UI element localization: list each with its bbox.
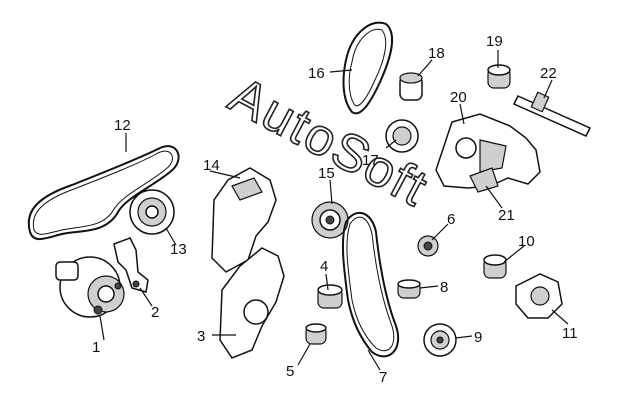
auxiliary-belt <box>342 21 393 115</box>
bushing-18 <box>399 72 423 101</box>
accessory-belt <box>27 145 180 240</box>
pulley-17 <box>385 119 419 153</box>
callout-8: 8 <box>440 279 448 296</box>
bearing-19 <box>487 64 511 89</box>
tensioner-bracket <box>113 237 149 293</box>
camshaft-sprocket <box>311 201 349 239</box>
callout-6: 6 <box>447 211 455 228</box>
shaft-22 <box>512 91 592 137</box>
callout-21: 21 <box>498 207 515 224</box>
leader-lines <box>99 50 569 371</box>
callout-16: 16 <box>308 65 325 82</box>
callout-13: 13 <box>170 241 187 258</box>
callout-19: 19 <box>486 33 503 50</box>
lower-timing-cover <box>219 247 285 359</box>
idler-pulley-10 <box>483 254 507 279</box>
callout-17: 17 <box>362 152 379 169</box>
tensioner-roller <box>397 279 421 299</box>
belt-tensioner <box>417 235 439 257</box>
accessory-pulley <box>129 189 175 235</box>
callout-18: 18 <box>428 45 445 62</box>
idler-pulley-4 <box>317 284 343 309</box>
callout-5: 5 <box>286 363 294 380</box>
upper-timing-cover <box>211 167 277 273</box>
callout-15: 15 <box>318 165 335 182</box>
callout-7: 7 <box>379 369 387 386</box>
callout-9: 9 <box>474 329 482 346</box>
water-pump <box>55 256 125 318</box>
pump-housing <box>515 273 563 319</box>
drive-pulley <box>423 323 457 357</box>
engine-bracket <box>435 113 541 189</box>
callout-labels: 1 2 3 4 5 6 7 8 9 10 11 12 13 14 15 16 1… <box>92 33 578 386</box>
callout-20: 20 <box>450 89 467 106</box>
crank-sprocket <box>305 323 327 345</box>
callout-12: 12 <box>114 117 131 134</box>
timing-belt <box>341 211 400 358</box>
callout-1: 1 <box>92 339 100 356</box>
callout-11: 11 <box>562 325 578 342</box>
bracket-plate <box>469 167 499 193</box>
callout-2: 2 <box>151 304 159 321</box>
callout-10: 10 <box>518 233 535 250</box>
callout-14: 14 <box>203 157 220 174</box>
callout-4: 4 <box>320 258 328 275</box>
callout-22: 22 <box>540 65 557 82</box>
callout-3: 3 <box>197 328 205 345</box>
